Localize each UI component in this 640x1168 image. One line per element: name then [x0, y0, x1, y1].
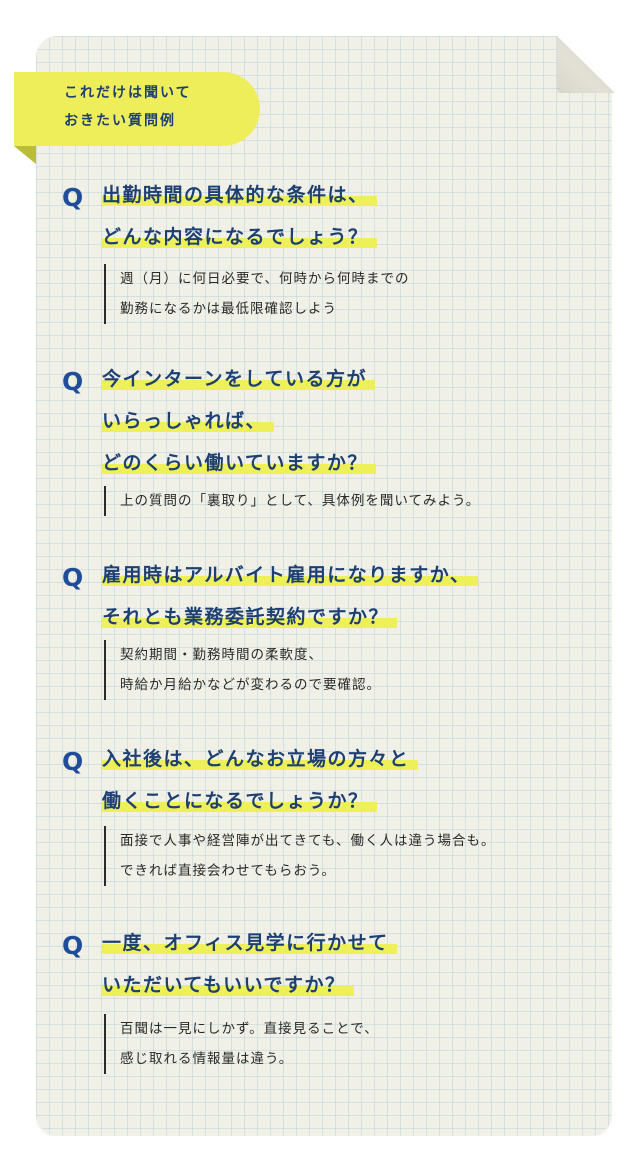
- question-line: いただいてもいいですか？: [102, 974, 354, 996]
- q-icon: Q: [62, 747, 84, 776]
- question-line: どんな内容になるでしょう？: [102, 226, 377, 248]
- question-line: 入社後は、どんなお立場の方々と: [102, 748, 418, 770]
- answer-text: 週（月）に何日必要で、何時から何時までの 勤務になるかは最低限確認しよう: [104, 264, 409, 324]
- tag-title-line-1: これだけは聞いて: [64, 85, 192, 101]
- tag-title-line-2: おきたい質問例: [64, 113, 176, 129]
- question-line: いらっしゃれば、: [102, 410, 275, 432]
- answer-line: 百聞は一見にしかず。直接見ることで、: [120, 1021, 379, 1037]
- answer-text: 上の質問の「裏取り」として、具体例を聞いてみよう。: [104, 486, 480, 516]
- answer-text: 百聞は一見にしかず。直接見ることで、 感じ取れる情報量は違う。: [104, 1014, 379, 1074]
- question-text: 雇用時はアルバイト雇用になりますか、 それとも業務委託契約ですか？: [102, 562, 479, 646]
- question-line: どのくらい働いていますか？: [102, 452, 376, 474]
- answer-text: 契約期間・勤務時間の柔軟度、 時給か月給かなどが変わるので要確認。: [104, 640, 381, 700]
- tag-ribbon-fold: [14, 146, 36, 164]
- q-icon: Q: [62, 563, 84, 592]
- answer-line: 面接で人事や経営陣が出てきても、働く人は違う場合も。: [120, 833, 496, 849]
- question-text: 出勤時間の具体的な条件は、 どんな内容になるでしょう？: [102, 182, 377, 266]
- q-icon: Q: [62, 367, 84, 396]
- question-line: それとも業務委託契約ですか？: [102, 606, 398, 628]
- question-text: 一度、オフィス見学に行かせて いただいてもいいですか？: [102, 930, 397, 1014]
- question-line: 出勤時間の具体的な条件は、: [102, 184, 377, 206]
- q-icon: Q: [62, 931, 84, 960]
- question-text: 入社後は、どんなお立場の方々と 働くことになるでしょうか？: [102, 746, 418, 830]
- answer-line: 週（月）に何日必要で、何時から何時までの: [120, 271, 410, 287]
- page-curl-corner: [557, 36, 615, 93]
- header-tag: [14, 72, 260, 146]
- answer-line: 時給か月給かなどが変わるので要確認。: [120, 677, 381, 693]
- question-line: 雇用時はアルバイト雇用になりますか、: [102, 564, 479, 586]
- question-text: 今インターンをしている方が いらっしゃれば、 どのくらい働いていますか？: [102, 366, 376, 492]
- answer-line: 勤務になるかは最低限確認しよう: [120, 301, 337, 317]
- answer-line: 上の質問の「裏取り」として、具体例を聞いてみよう。: [120, 493, 481, 509]
- question-line: 一度、オフィス見学に行かせて: [102, 932, 397, 954]
- answer-line: 契約期間・勤務時間の柔軟度、: [120, 647, 323, 663]
- answer-line: できれば直接会わせてもらおう。: [120, 863, 337, 879]
- question-line: 働くことになるでしょうか？: [102, 790, 377, 812]
- question-line: 今インターンをしている方が: [102, 368, 375, 390]
- answer-text: 面接で人事や経営陣が出てきても、働く人は違う場合も。 できれば直接会わせてもらお…: [104, 826, 496, 886]
- answer-line: 感じ取れる情報量は違う。: [120, 1051, 294, 1067]
- q-icon: Q: [62, 183, 84, 212]
